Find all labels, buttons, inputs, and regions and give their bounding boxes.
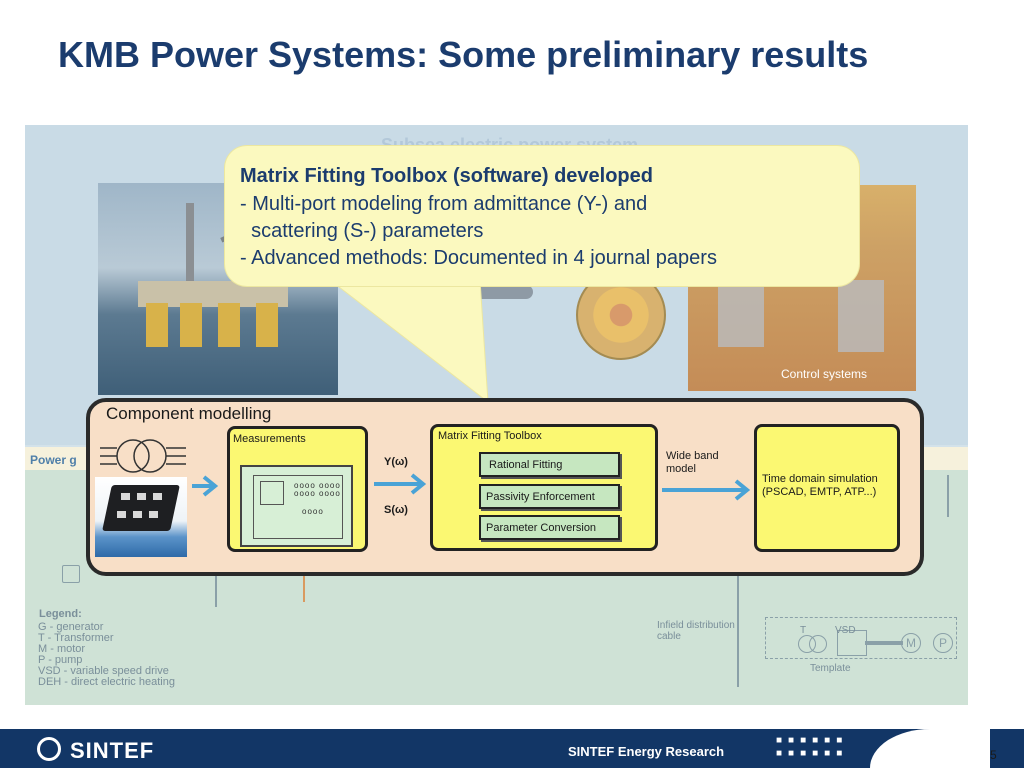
template-outline xyxy=(765,617,957,659)
callout-line: scattering (S-) parameters xyxy=(240,220,484,242)
legend-entry: T - Transformer xyxy=(38,632,114,644)
legend-entry: VSD - variable speed drive xyxy=(38,665,169,677)
umbilical-label: Umbilical xyxy=(423,305,472,319)
legend-entry: M - motor xyxy=(38,643,86,655)
time-domain-simulation-box xyxy=(754,424,900,552)
infield-cable-label: Infield distribution cable xyxy=(657,620,735,642)
legend-entry: G - generator xyxy=(38,621,104,633)
sintef-logo-icon xyxy=(37,737,61,761)
arrow-right-icon xyxy=(662,479,751,501)
schematic-symbol xyxy=(62,565,80,583)
s-omega-label: S(ω) xyxy=(384,504,408,516)
page-number: 5 xyxy=(990,748,997,762)
slide-title: KMB Power Systems: Some preliminary resu… xyxy=(58,34,869,75)
footer-bar xyxy=(0,729,1024,768)
footer-dots-decoration: ■■■■■■■■■■■■ xyxy=(776,735,849,759)
power-module-photo xyxy=(95,477,187,557)
control-systems-label: Control systems xyxy=(781,367,868,381)
umbilical-bar xyxy=(368,285,533,299)
transformer-icon xyxy=(100,439,186,473)
wide-band-model-label: Wide band model xyxy=(666,450,719,475)
power-label: Power g xyxy=(30,453,77,467)
vsd-label: VSD xyxy=(835,625,856,636)
callout-line: - Advanced methods: Documented in 4 jour… xyxy=(240,247,717,269)
measurements-label: Measurements xyxy=(233,433,306,445)
legend-entry: P - pump xyxy=(38,654,83,666)
callout-bubble xyxy=(225,146,859,286)
time-domain-simulation-label: Time domain simulation (PSCAD, EMTP, ATP… xyxy=(762,473,878,498)
footer-organization: SINTEF Energy Research xyxy=(568,744,725,759)
pump-symbol: P xyxy=(933,633,953,653)
shaft-line xyxy=(865,641,903,645)
template-label: Template xyxy=(810,663,851,674)
y-omega-label: Y(ω) xyxy=(384,456,408,468)
analyzer-device-icon: oooo oooo oooo oooo oooo xyxy=(240,465,353,547)
callout-line: - Multi-port modeling from admittance (Y… xyxy=(240,193,648,215)
transformer-label: T xyxy=(800,625,807,636)
motor-symbol: M xyxy=(901,633,921,653)
parameter-conversion-step: Parameter Conversion xyxy=(479,515,620,540)
sintef-logo: SINTEF xyxy=(70,738,155,763)
schematic-line xyxy=(947,475,949,517)
component-modelling-title: Component modelling xyxy=(106,404,272,423)
transformer-symbol xyxy=(809,635,827,653)
toolbox-label: Matrix Fitting Toolbox xyxy=(438,430,542,442)
passivity-enforcement-step: Passivity Enforcement xyxy=(479,484,620,509)
platform-photo xyxy=(98,183,338,395)
callout-heading: Matrix Fitting Toolbox (software) develo… xyxy=(240,165,653,187)
arrow-right-icon xyxy=(374,473,427,495)
legend-title: Legend: xyxy=(39,608,82,620)
rational-fitting-step: Rational Fitting xyxy=(479,452,620,477)
arrow-right-icon xyxy=(192,475,219,497)
legend-entry: DEH - direct electric heating xyxy=(38,676,175,688)
